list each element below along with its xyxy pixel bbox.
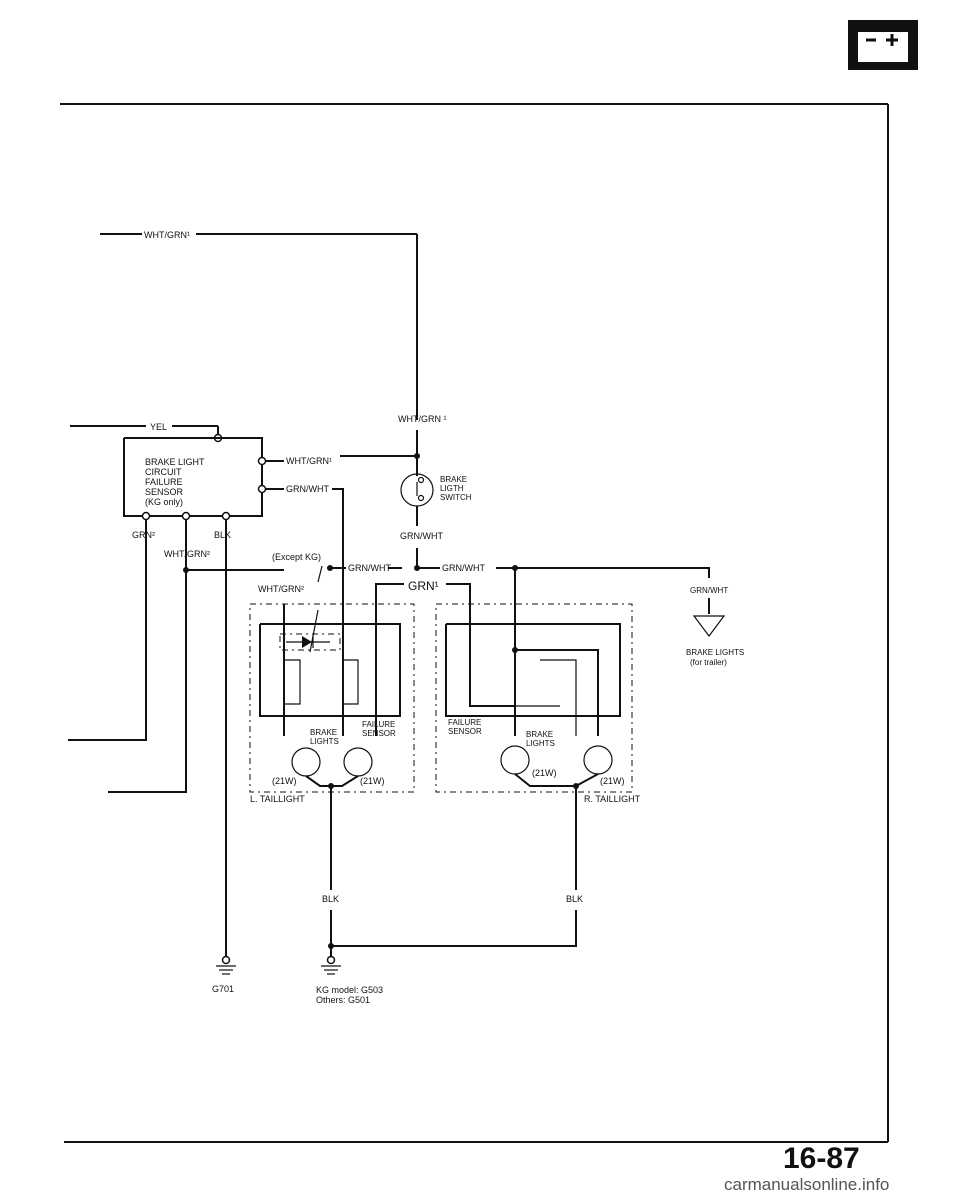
l-21w-b: (21W): [360, 776, 385, 786]
r-bulb-1: [500, 745, 530, 775]
label-grn-wht-mid1: GRN/WHT: [348, 563, 391, 573]
trailer-label-line1: BRAKE LIGHTS: [686, 648, 744, 657]
label-blk-sensor: BLK: [214, 530, 231, 540]
r-brake-label-line1: BRAKE: [526, 730, 553, 739]
trailer-brake-lights: GRN/WHT BRAKE LIGHTS (for trailer): [686, 586, 744, 667]
ground-g503-g501: KG model: G503 Others: G501: [316, 955, 383, 1005]
l-failure-label-line2: SENSOR: [362, 729, 396, 738]
label-grn-wht-switch: GRN/WHT: [400, 531, 443, 541]
wire-grn-wht-bus: GRN/WHT GRN/WHT (Except KG) WHT/GRN²: [258, 552, 710, 653]
r-21w-b: (21W): [600, 776, 625, 786]
wire-wht-grn-feed: WHT/GRN¹: [100, 230, 418, 420]
wire-grn1: GRN¹: [375, 579, 514, 707]
ground-label-line2: Others: G501: [316, 995, 370, 1005]
r-taillight-assembly: FAILURE SENSOR BRAKE LIGHTS (21W) (21W) …: [435, 568, 641, 804]
label-blk-left: BLK: [322, 894, 339, 904]
l-taillight-label: L. TAILLIGHT: [250, 794, 305, 804]
wire-sensor-bottom: GRN² BLK WHT/GRN²: [68, 520, 284, 956]
l-bulb-1: [291, 747, 321, 777]
page-frame: [60, 103, 889, 1143]
watermark: carmanualsonline.info: [724, 1175, 889, 1194]
trailer-label-line2: (for trailer): [690, 658, 727, 667]
r-failure-label-line2: SENSOR: [448, 727, 482, 736]
label-wht-grn1-top: WHT/GRN¹: [144, 230, 190, 240]
l-21w-a: (21W): [272, 776, 297, 786]
ground-label-line1: KG model: G503: [316, 985, 383, 995]
label-yel: YEL: [150, 422, 167, 432]
r-bulb-2: [583, 745, 613, 775]
label-grn-wht-trailer: GRN/WHT: [690, 586, 728, 595]
l-bulb-2: [343, 747, 373, 777]
l-taillight-assembly: BRAKE LIGHTS FAILURE SENSOR (21W) (21W) …: [249, 568, 415, 804]
r-21w-a: (21W): [532, 768, 557, 778]
label-except-kg: (Except KG): [272, 552, 321, 562]
r-taillight-label: R. TAILLIGHT: [584, 794, 641, 804]
label-wht-grn1-switch: WHT/GRN ¹: [398, 414, 447, 424]
sensor-label-line1: BRAKE LIGHT: [145, 457, 205, 467]
sensor-label-line5: (KG only): [145, 497, 183, 507]
label-grn-wht-sensor: GRN/WHT: [286, 484, 329, 494]
wire-blk-returns: BLK BLK: [322, 786, 583, 956]
switch-label-line3: SWITCH: [440, 493, 472, 502]
brake-light-failure-sensor: BRAKE LIGHT CIRCUIT FAILURE SENSOR (KG o…: [123, 437, 267, 521]
sensor-label-line3: FAILURE: [145, 477, 183, 487]
label-wht-grn2-a: WHT/GRN²: [164, 549, 210, 559]
r-failure-label-line1: FAILURE: [448, 718, 481, 727]
l-failure-label-line1: FAILURE: [362, 720, 395, 729]
label-grn2: GRN²: [132, 530, 155, 540]
label-grn-wht-mid2: GRN/WHT: [442, 563, 485, 573]
sensor-label-line2: CIRCUIT: [145, 467, 182, 477]
label-wht-grn2-b: WHT/GRN²: [258, 584, 304, 594]
l-brake-label-line1: BRAKE: [310, 728, 337, 737]
ground-g701: G701: [212, 955, 236, 994]
brake-light-switch: WHT/GRN ¹ BRAKE LIGTH SWITCH GRN/WHT: [398, 414, 472, 568]
wire-sensor-grn-wht: GRN/WHT: [266, 484, 344, 568]
r-brake-label-line2: LIGHTS: [526, 739, 555, 748]
wire-yel: YEL: [70, 422, 223, 443]
battery-icon: [848, 20, 918, 70]
label-g701: G701: [212, 984, 234, 994]
sensor-label-line4: SENSOR: [145, 487, 184, 497]
switch-label-line2: LIGTH: [440, 484, 464, 493]
wire-sensor-wht-grn1: WHT/GRN¹: [266, 453, 420, 466]
switch-label-line1: BRAKE: [440, 475, 467, 484]
label-wht-grn1-sensor: WHT/GRN¹: [286, 456, 332, 466]
l-brake-label-line2: LIGHTS: [310, 737, 339, 746]
label-blk-right: BLK: [566, 894, 583, 904]
page-number: 16-87: [783, 1142, 860, 1175]
label-grn1: GRN¹: [408, 579, 439, 593]
